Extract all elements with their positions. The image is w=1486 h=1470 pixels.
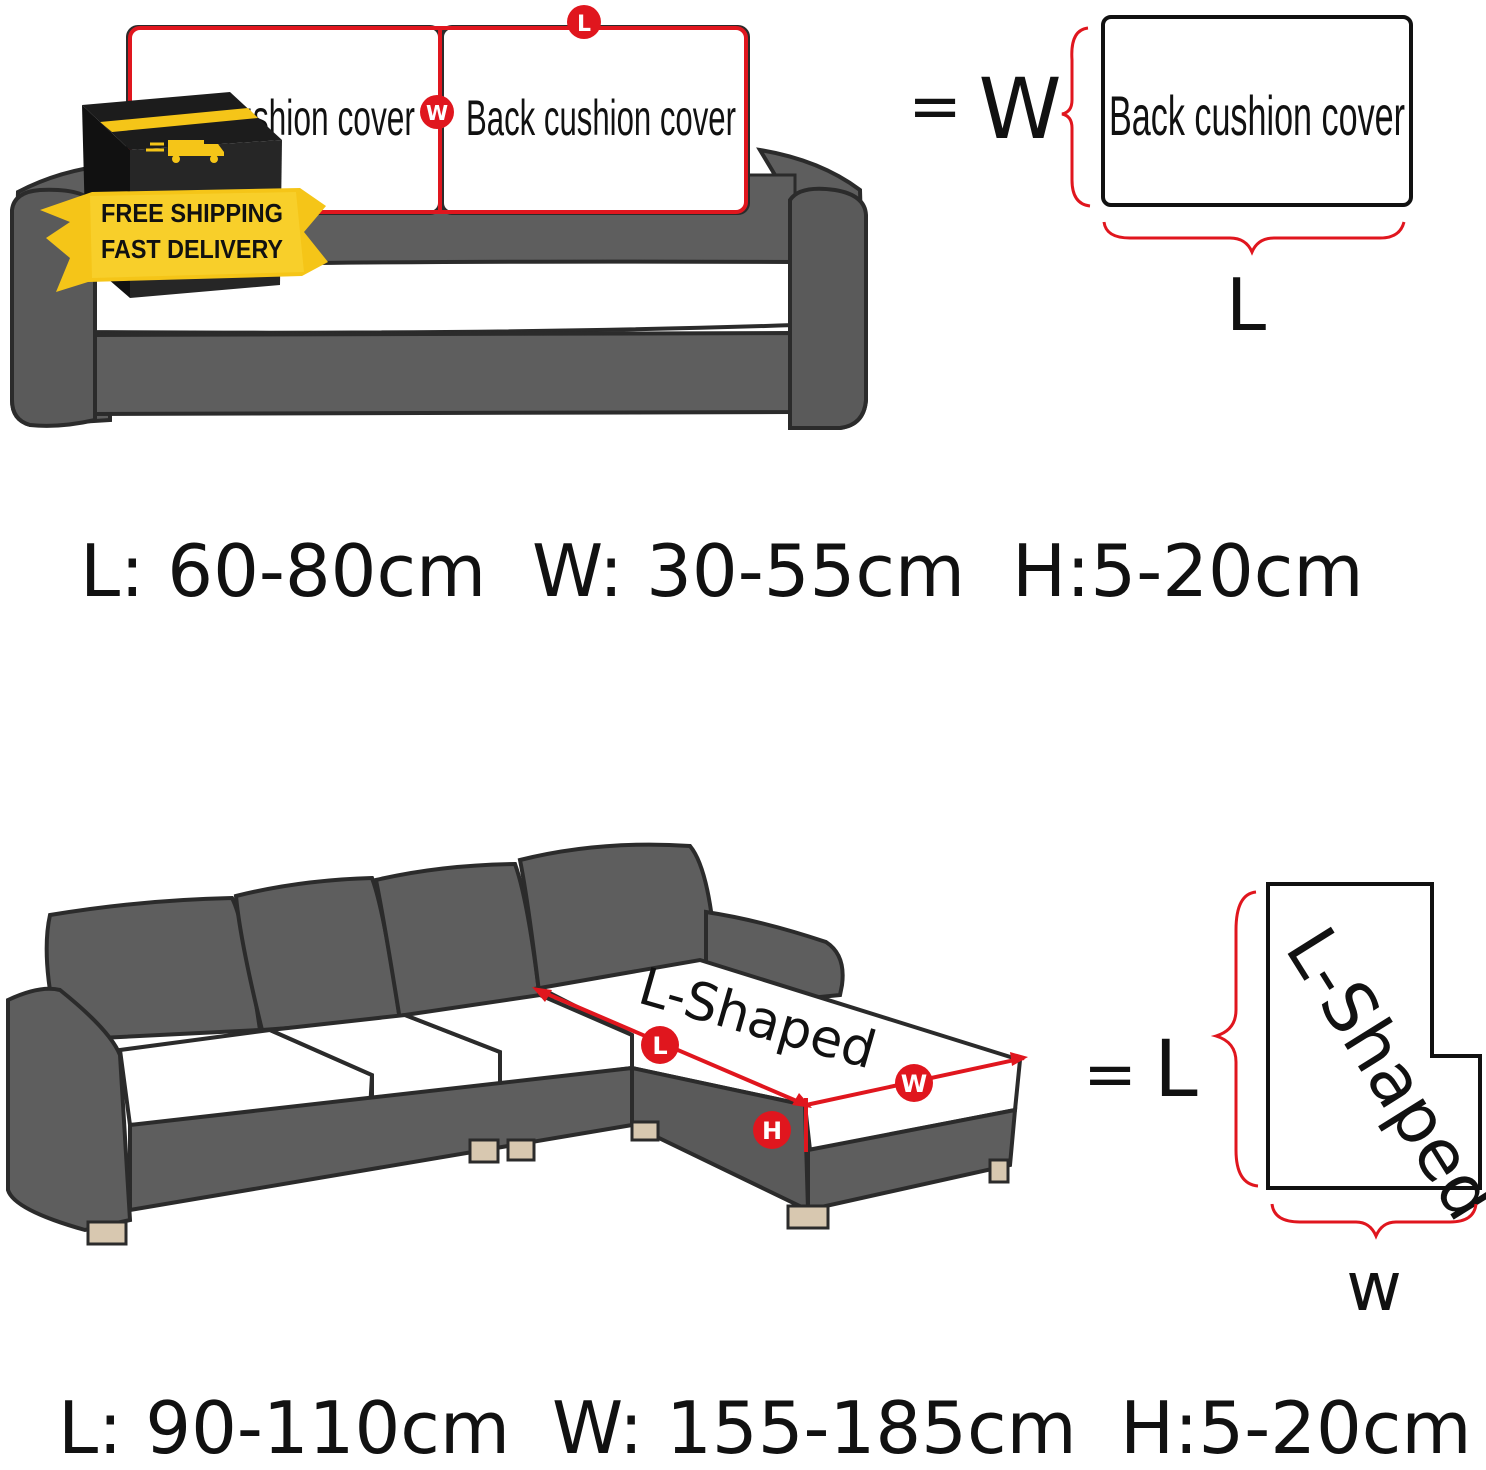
bottom-length-brace [1210,890,1259,1188]
top-diagram-box [1101,15,1413,207]
back-cushion-2 [233,875,403,1033]
back-cushion-3 [373,861,543,1023]
badge-line1: FREE SHIPPING [101,198,283,228]
bottom-diagram-length-letter: L [1154,1025,1198,1115]
bottom-width-dimension: W: 155-185cm [552,1386,1077,1470]
bottom-height-dimension: H:5-20cm [1120,1386,1472,1470]
top-length-brace [1102,221,1406,256]
bottom-height-marker-label: H [762,1117,782,1145]
badge-line2: FAST DELIVERY [101,234,283,264]
bottom-sofa: L-Shaped L W H [6,842,1028,1246]
bottom-l-shaped-diagram: = L L-Shaped w [1083,882,1486,1327]
bottom-left-arm [6,986,133,1233]
bottom-width-brace [1270,1203,1478,1240]
bottom-length-marker-label: L [652,1032,667,1060]
bottom-diagram-width-letter: w [1346,1248,1402,1327]
sofa-leg-6 [988,1158,1010,1184]
bottom-equals-sign: = [1083,1038,1137,1112]
sofa-leg-3 [506,1138,536,1162]
bottom-length-marker [641,1026,679,1064]
sofa-leg-4 [630,1120,660,1142]
top-width-dimension: W: 30-55cm [532,529,966,613]
badge-ribbon-inner [90,192,304,278]
cushion-label-right: Back cushion cover [466,90,736,146]
top-diagram-box-label: Back cushion cover [1109,84,1405,147]
back-cushion-4 [517,842,719,1003]
badge-box-tape [100,108,258,132]
width-marker [420,95,454,129]
chaise-side [806,1107,1018,1213]
top-diagram-width-letter: W [978,60,1061,158]
top-equals-sign: = [908,70,962,144]
bottom-height-marker [753,1111,791,1149]
length-marker [567,5,601,39]
bottom-width-marker [895,1064,933,1102]
sofa-leg-5 [786,1204,830,1230]
top-width-brace [1061,26,1091,208]
length-arrow-start [532,987,552,1002]
delivery-truck-icon [146,140,224,163]
top-cushion-diagram: = W Back cushion cover L [908,15,1413,347]
bottom-length-dimension: L: 90-110cm [58,1386,511,1470]
bottom-width-marker-label: W [901,1070,927,1098]
sofa-leg-1 [86,1220,128,1246]
width-marker-label: W [426,101,448,125]
sofa-leg-2 [468,1138,500,1164]
top-sofa-base [93,330,792,417]
free-shipping-badge: FREE SHIPPING FAST DELIVERY [40,92,328,298]
top-length-dimension: L: 60-80cm [80,529,487,613]
length-marker-label: L [577,12,591,37]
bottom-diagram-box [1266,882,1482,1190]
top-sofa-right-arm-front [788,186,868,430]
width-arrow-end [1010,1052,1028,1066]
top-height-dimension: H:5-20cm [1012,529,1364,613]
top-diagram-length-letter: L [1226,263,1266,347]
